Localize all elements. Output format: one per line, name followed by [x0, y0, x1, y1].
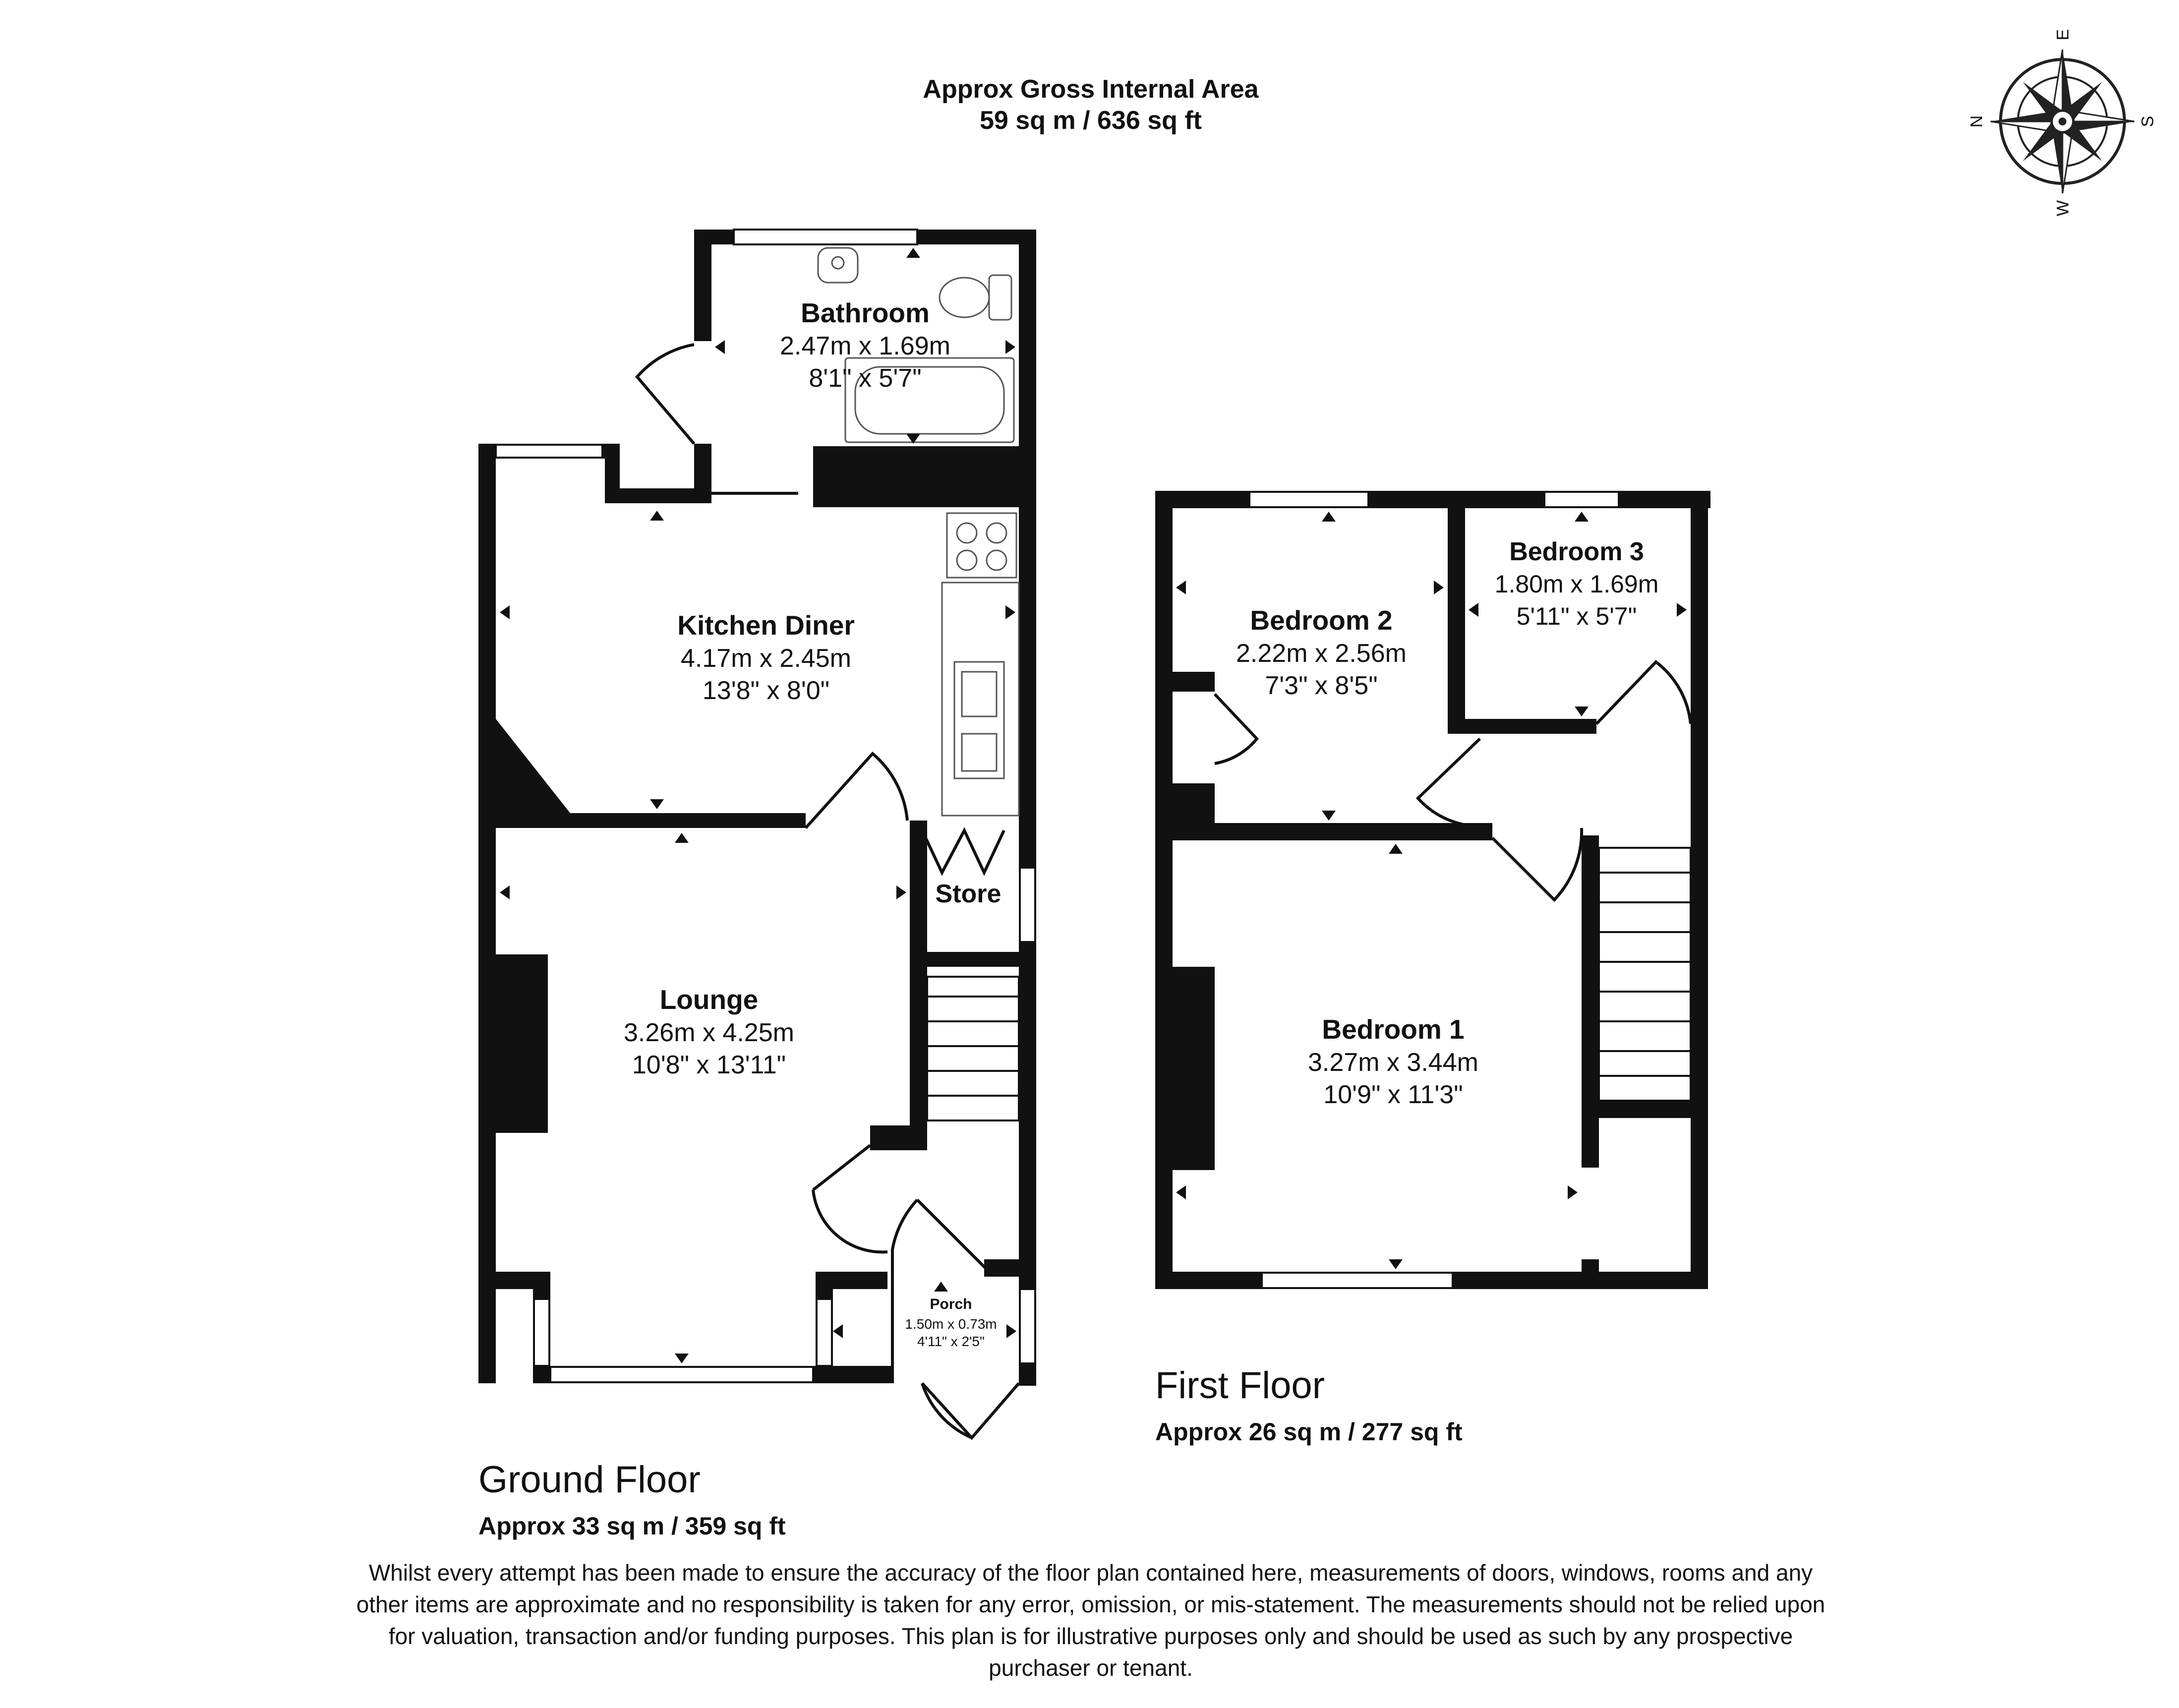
first-floor-windows	[1248, 491, 1620, 1289]
ground-floor-windows	[495, 229, 1036, 1383]
bedroom3-name: Bedroom 3	[1509, 537, 1644, 566]
lounge-name: Lounge	[660, 984, 759, 1015]
compass-s: S	[2138, 116, 2157, 127]
bathroom-fixtures	[817, 247, 1015, 443]
first-floor-label: First Floor	[1155, 1364, 1325, 1407]
compass-n: N	[1967, 116, 1986, 128]
first-floor-stairs	[1598, 847, 1692, 1102]
porch-name: Porch	[930, 1296, 972, 1312]
bedroom3-imperial: 5'11" x 5'7"	[1517, 602, 1637, 630]
store-name: Store	[936, 880, 1001, 908]
bedroom1-metric: 3.27m x 3.44m	[1308, 1048, 1478, 1077]
kitchen-fixtures	[941, 512, 1020, 817]
compass-e: E	[2054, 29, 2072, 41]
ground-floor-label: Ground Floor	[478, 1459, 701, 1501]
bathroom-imperial: 8'1" x 5'7"	[809, 364, 921, 393]
plan-title: Approx Gross Internal Area	[923, 75, 1259, 104]
porch-metric: 1.50m x 0.73m	[905, 1316, 997, 1332]
bedroom2-metric: 2.22m x 2.56m	[1236, 639, 1407, 668]
bedroom3-metric: 1.80m x 1.69m	[1495, 570, 1659, 598]
ground-floor-area: Approx 33 sq m / 359 sq ft	[478, 1512, 786, 1540]
porch-imperial: 4'11" x 2'5"	[917, 1334, 985, 1349]
ground-floor-stairs	[926, 976, 1020, 1121]
plan-subtitle: 59 sq m / 636 sq ft	[980, 106, 1202, 135]
dimension-markers	[500, 248, 1687, 1363]
bathroom-name: Bathroom	[801, 297, 930, 328]
kitchen-metric: 4.17m x 2.45m	[681, 644, 851, 673]
bedroom2-name: Bedroom 2	[1250, 605, 1392, 636]
compass-rose-icon	[1990, 49, 2135, 194]
compass-w: W	[2054, 200, 2072, 216]
bedroom2-imperial: 7'3" x 8'5"	[1265, 671, 1377, 700]
kitchen-name: Kitchen Diner	[677, 610, 855, 641]
ground-floor-doors	[635, 343, 1020, 1440]
lounge-metric: 3.26m x 4.25m	[624, 1018, 794, 1047]
first-floor-doors	[1213, 659, 1692, 902]
disclaimer-text: Whilst every attempt has been made to en…	[356, 1560, 1826, 1681]
first-floor-walls	[1155, 491, 1710, 1289]
lounge-imperial: 10'8" x 13'11"	[632, 1051, 786, 1079]
bedroom1-imperial: 10'9" x 11'3"	[1323, 1080, 1463, 1109]
bathroom-metric: 2.47m x 1.69m	[780, 332, 950, 360]
first-floor-area: Approx 26 sq m / 277 sq ft	[1155, 1418, 1463, 1446]
bedroom1-name: Bedroom 1	[1322, 1014, 1464, 1045]
kitchen-imperial: 13'8" x 8'0"	[703, 676, 829, 705]
